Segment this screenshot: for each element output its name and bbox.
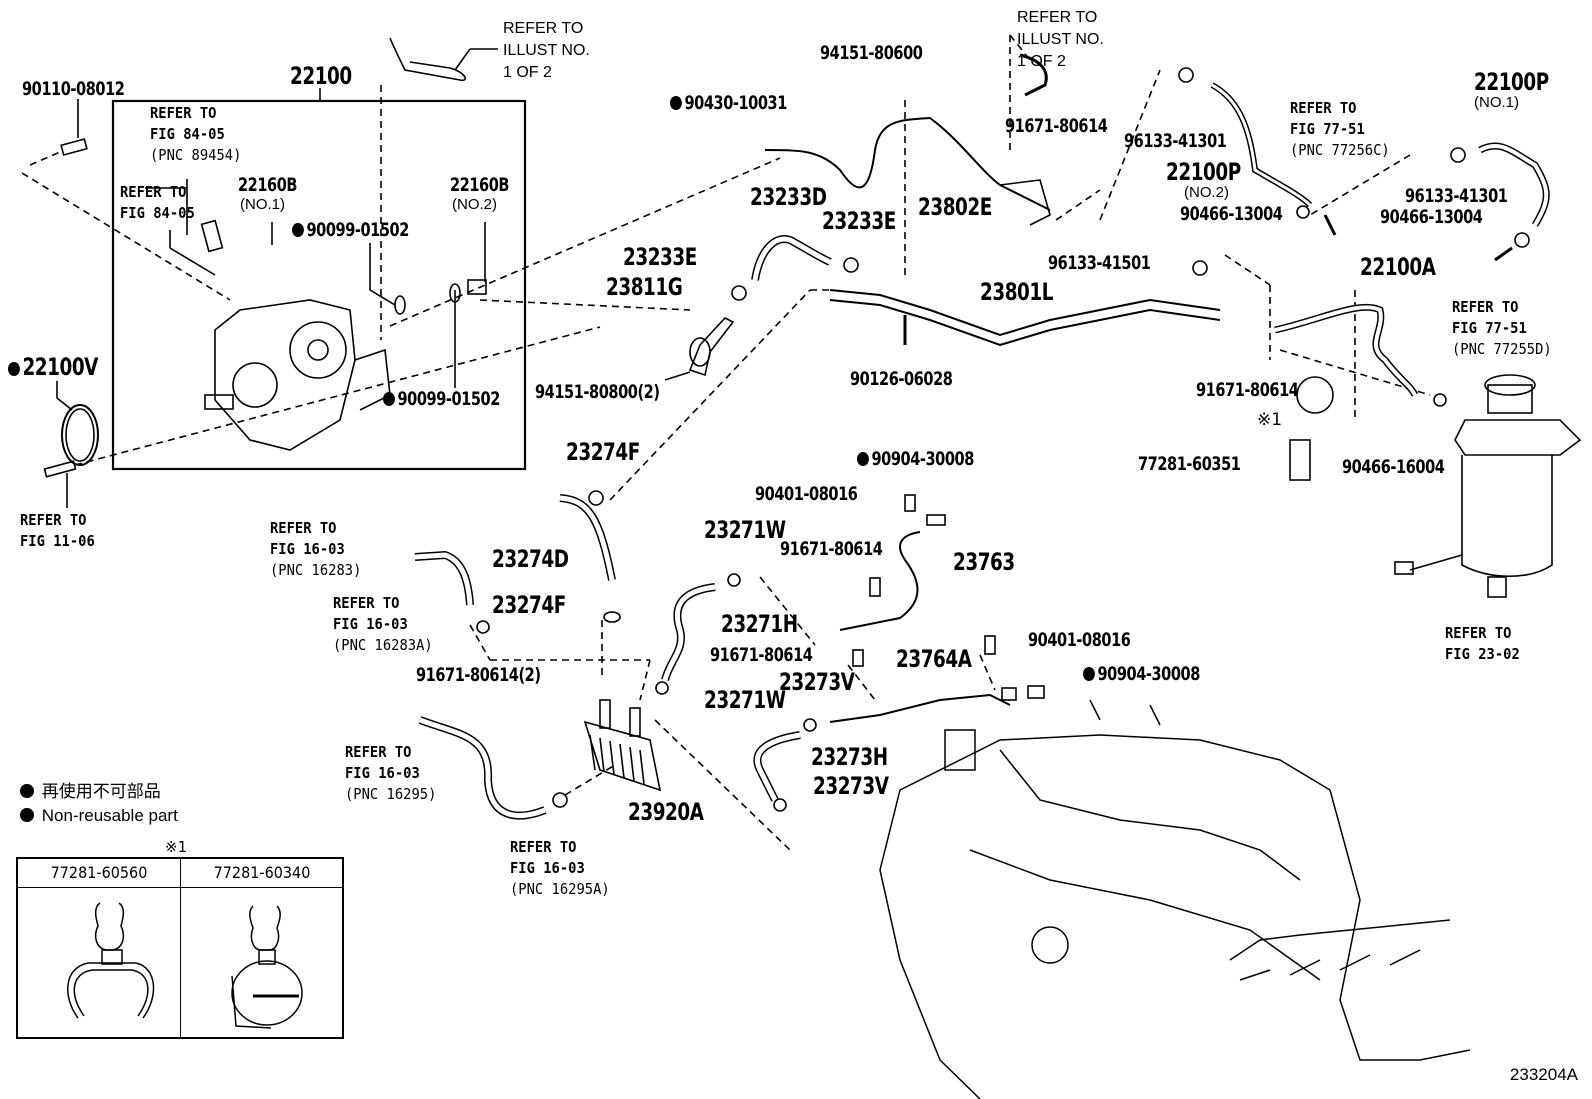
callout-90401-08016-top[interactable]: 90401-08016 <box>755 483 858 505</box>
callout-77281-60351[interactable]: 77281-60351 <box>1138 453 1241 475</box>
callout-23811g[interactable]: 23811G <box>606 273 683 301</box>
callout-91671-80614-mid[interactable]: 91671-80614 <box>780 538 883 560</box>
callout-91671-80614-qty2[interactable]: 91671-80614(2) <box>416 664 541 686</box>
non-reusable-dot-icon <box>20 808 34 822</box>
callout-23233e-left[interactable]: 23233E <box>623 243 697 271</box>
callout-23233d[interactable]: 23233D <box>750 183 827 211</box>
callout-91671-80614-top[interactable]: 91671-80614 <box>1005 115 1108 137</box>
refer-fig-23-02[interactable]: REFER TO FIG 23-02 <box>1445 624 1520 663</box>
callout-90430-10031[interactable]: 90430-10031 <box>670 94 787 113</box>
callout-90099-01502-upper[interactable]: 90099-01502 <box>292 221 409 240</box>
legend-row-english: Non-reusable part <box>20 804 178 828</box>
clip-variant-1[interactable]: 77281-60560 <box>18 859 180 1037</box>
clip-table-mark: ※1 <box>165 838 188 856</box>
callout-22100p-no1[interactable]: 22100P (NO.1) <box>1474 68 1549 111</box>
clip-variant-table: 77281-60560 77281-60340 <box>16 857 344 1039</box>
callout-22100v[interactable]: 22100V <box>8 355 98 379</box>
callout-22100p-no2[interactable]: 22100P (NO.2) <box>1166 158 1241 201</box>
callout-23271h[interactable]: 23271H <box>721 610 798 638</box>
note-mark-1: ※1 <box>1257 410 1283 430</box>
non-reusable-dot-icon <box>20 784 34 798</box>
refer-illust-1[interactable]: REFER TO ILLUST NO. 1 OF 2 <box>503 20 590 81</box>
refer-fig-11-06[interactable]: REFER TO FIG 11-06 <box>20 511 95 550</box>
callout-22100[interactable]: 22100 <box>290 62 352 90</box>
refer-fig-77-51-pnc-77256c[interactable]: REFER TO FIG 77-51 (PNC 77256C) <box>1290 99 1390 159</box>
callout-23763[interactable]: 23763 <box>953 548 1015 576</box>
callout-90110-08012[interactable]: 90110-08012 <box>22 78 125 100</box>
callout-90126-06028[interactable]: 90126-06028 <box>850 368 953 390</box>
callout-22160b-no2[interactable]: 22160B (NO.2) <box>450 174 510 213</box>
refer-fig-16-03-pnc-16295a[interactable]: REFER TO FIG 16-03 (PNC 16295A) <box>510 838 610 898</box>
callout-23273v-top[interactable]: 23273V <box>779 668 855 696</box>
clip-part-number: 77281-60560 <box>18 859 180 888</box>
callout-96133-41501[interactable]: 96133-41501 <box>1048 252 1151 274</box>
legend: 再使用不可部品 Non-reusable part <box>20 780 178 828</box>
refer-fig-16-03-pnc-16283a[interactable]: REFER TO FIG 16-03 (PNC 16283A) <box>333 594 433 654</box>
callout-22160b-no1[interactable]: 22160B (NO.1) <box>238 174 298 213</box>
refer-illust-2[interactable]: REFER TO ILLUST NO. 1 OF 2 <box>1017 9 1104 70</box>
non-reusable-dot-icon <box>1083 667 1095 681</box>
pump-assembly-frame <box>111 99 527 471</box>
callout-23271w-top[interactable]: 23271W <box>704 516 786 544</box>
callout-23271w-low[interactable]: 23271W <box>704 686 786 714</box>
callout-23273v-low[interactable]: 23273V <box>813 772 889 800</box>
figure-id: 233204A <box>1509 1065 1578 1084</box>
callout-91671-80614-low[interactable]: 91671-80614 <box>710 644 813 666</box>
clip-closed-icon <box>231 905 303 1029</box>
refer-fig-16-03-pnc-16295[interactable]: REFER TO FIG 16-03 (PNC 16295) <box>345 743 437 803</box>
non-reusable-dot-icon <box>670 96 682 110</box>
callout-23920a[interactable]: 23920A <box>628 798 704 826</box>
clip-open-icon <box>67 902 155 1019</box>
callout-22100a[interactable]: 22100A <box>1360 253 1436 281</box>
engine-block-outline <box>879 699 1471 1099</box>
callout-23233e-right[interactable]: 23233E <box>822 207 896 235</box>
callout-96133-41301-a[interactable]: 96133-41301 <box>1124 130 1227 152</box>
callout-91671-80614-right[interactable]: 91671-80614 <box>1196 379 1299 401</box>
callout-90904-30008-top[interactable]: 90904-30008 <box>857 450 974 469</box>
legend-row-japanese: 再使用不可部品 <box>20 780 178 804</box>
non-reusable-dot-icon <box>292 223 304 237</box>
callout-90466-13004-a[interactable]: 90466-13004 <box>1180 203 1283 225</box>
clip-variant-2[interactable]: 77281-60340 <box>180 859 343 1037</box>
non-reusable-dot-icon <box>383 392 395 406</box>
refer-fig-84-05-pnc-89454[interactable]: REFER TO FIG 84-05 (PNC 89454) <box>150 104 242 164</box>
callout-90466-16004[interactable]: 90466-16004 <box>1342 456 1445 478</box>
callout-90466-13004-b[interactable]: 90466-13004 <box>1380 206 1483 228</box>
refer-fig-16-03-pnc-16283[interactable]: REFER TO FIG 16-03 (PNC 16283) <box>270 519 362 579</box>
clip-part-number: 77281-60340 <box>181 859 343 888</box>
refer-fig-77-51-pnc-77255d[interactable]: REFER TO FIG 77-51 (PNC 77255D) <box>1452 298 1552 358</box>
callout-90904-30008-low[interactable]: 90904-30008 <box>1083 665 1200 684</box>
callout-96133-41301-b[interactable]: 96133-41301 <box>1405 185 1508 207</box>
refer-fig-84-05[interactable]: REFER TO FIG 84-05 <box>120 183 195 222</box>
callout-23273h[interactable]: 23273H <box>811 743 888 771</box>
non-reusable-dot-icon <box>8 362 20 376</box>
callout-23764a[interactable]: 23764A <box>896 645 972 673</box>
non-reusable-dot-icon <box>857 452 869 466</box>
callout-23801l[interactable]: 23801L <box>980 278 1053 306</box>
callout-23802e[interactable]: 23802E <box>918 193 992 221</box>
callout-23274d[interactable]: 23274D <box>492 545 569 573</box>
callout-90401-08016-low[interactable]: 90401-08016 <box>1028 629 1131 651</box>
callout-94151-80600[interactable]: 94151-80600 <box>820 42 923 64</box>
supply-pump-outline <box>214 299 356 451</box>
callout-23274f-bottom[interactable]: 23274F <box>492 591 566 619</box>
callout-23274f-top[interactable]: 23274F <box>566 438 640 466</box>
callout-94151-80800-qty2[interactable]: 94151-80800(2) <box>535 381 660 403</box>
callout-90099-01502-lower[interactable]: 90099-01502 <box>383 390 500 409</box>
